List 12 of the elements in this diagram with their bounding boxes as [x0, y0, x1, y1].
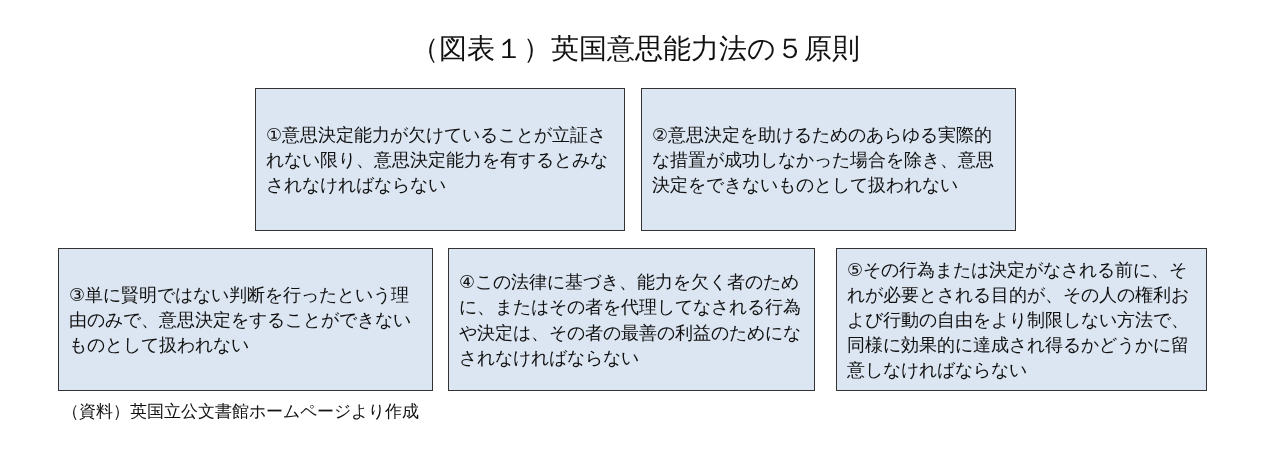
principle-box	[836, 248, 1207, 391]
principle-text: ⑤その行為または決定がなされる前に、それが必要とされる目的が、その人の権利および行動の自由をより制限しない方法で、同様に効果的に達成され得るかどうかに留意しなければならない	[847, 257, 1190, 383]
principle-box	[255, 88, 625, 231]
principle-box	[58, 248, 433, 391]
diagram-title: （図表１）英国意思能力法の５原則	[409, 31, 861, 67]
principle-text: ③単に賢明ではない判断を行ったという理由のみで、意思決定をすることができないものとして扱われない	[69, 282, 412, 358]
principle-text: ④この法律に基づき、能力を欠く者のために、またはその者を代理してなされる行為や決定は、その者の最善の利益のためになされなければならない	[459, 270, 802, 370]
source-caption: （資料）英国立公文書館ホームページより作成	[62, 400, 419, 423]
principle-text: ②意思決定を助けるためのあらゆる実際的な措置が成功しなかった場合を除き、意思決定をできないものとして扱われない	[652, 122, 995, 198]
principle-box	[641, 88, 1016, 231]
principle-box	[448, 248, 815, 391]
principle-text: ①意思決定能力が欠けていることが立証されない限り、意思決定能力を有するとみなされなければならない	[266, 122, 609, 198]
